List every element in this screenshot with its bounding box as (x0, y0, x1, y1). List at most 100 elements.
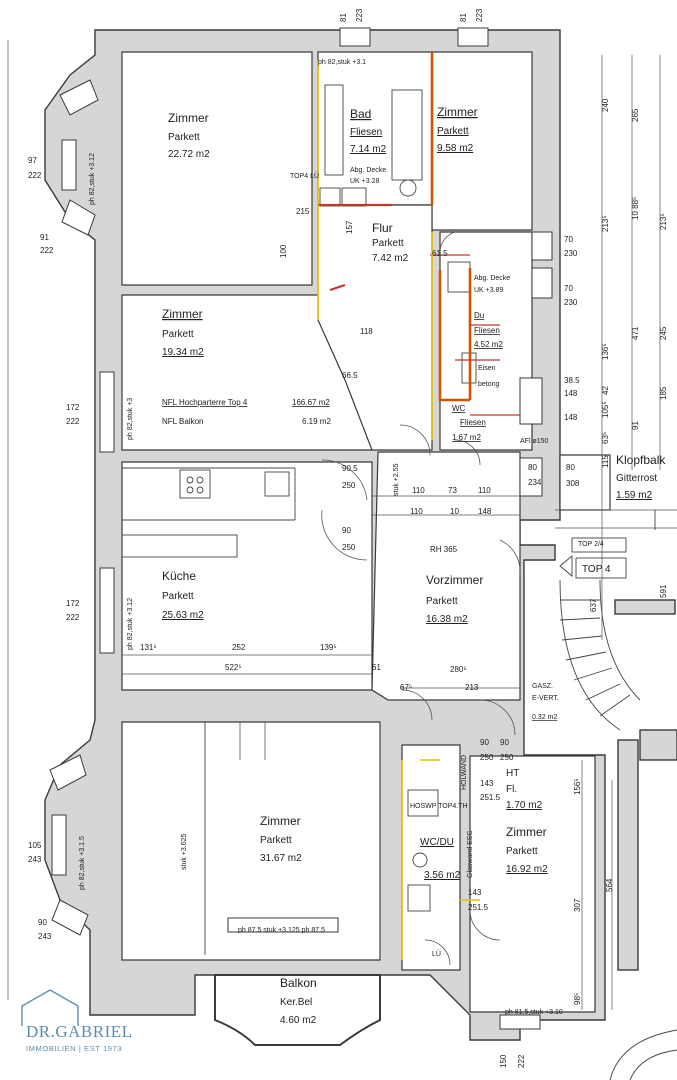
room-floor: Gitterrost (616, 473, 657, 484)
room-name: Zimmer (260, 814, 301, 828)
room-name: Klopfbalk (616, 453, 666, 467)
side-dim: 70 (564, 284, 573, 293)
nfl-value-1: 166.67 m2 (292, 398, 330, 407)
company-logo: DR.GABRIEL IMMOBILIEN | EST 1973 (16, 988, 156, 1060)
dim-pass-3: 110 (478, 486, 491, 495)
side-dim: 143 (480, 779, 494, 788)
right-dim: 98⁵ (573, 993, 582, 1005)
right-dim: 591 (659, 584, 668, 598)
room-area: 16.92 m2 (506, 864, 548, 875)
room-area: 19.34 m2 (162, 347, 204, 358)
room-floor: Parkett (162, 329, 194, 340)
right-dim: 185 (659, 386, 668, 400)
right-dim: 240 (601, 98, 610, 112)
abg-decke-label-2: Abg. Decke (474, 275, 510, 282)
house-logo-icon (21, 989, 79, 1026)
top4-ghost-label: TOP 2/4 (578, 541, 604, 548)
flur-dim-100: 100 (279, 244, 288, 258)
logo-subtitle: IMMOBILIEN | EST 1973 (26, 1044, 123, 1053)
win-dim: 222 (40, 246, 54, 255)
right-dim: 91 (631, 421, 640, 430)
right-dim: 471 (631, 326, 640, 340)
dim-kitchen-1: 131⁵ (140, 643, 157, 652)
room-floor: Parkett (168, 132, 200, 143)
logo-name: DR.GABRIEL (26, 1022, 133, 1041)
room-name: HT (506, 768, 519, 779)
nfl-label-1: NFL Hochparterre Top 4 (162, 398, 248, 407)
side-dim: 230 (564, 249, 578, 258)
abg-decke-label: Abg. Decke (350, 167, 386, 174)
side-dim: 148 (564, 389, 578, 398)
flur-dim-215: 215 (296, 207, 310, 216)
room-name: Balkon (280, 976, 317, 990)
dim-vor-2: 213 (465, 683, 479, 692)
ph-left-2: ph 82,stuk +3 (127, 398, 134, 440)
top4-label: TOP 4 (582, 564, 611, 575)
right-dim: 156⁵ (573, 778, 582, 795)
betong-label: betong (478, 381, 500, 388)
bottom-dim: 150 (499, 1054, 508, 1068)
side-dim: 234 (528, 478, 542, 487)
right-dim: 213⁵ (601, 215, 610, 232)
dim-kitchen-total: 522⁵ (225, 663, 242, 672)
door-dim: 250 (342, 481, 356, 490)
nfl-summary: NFL Hochparterre Top 4 166.67 m2 NFL Bal… (162, 398, 331, 426)
room-du: Du Fliesen 4.52 m2 (474, 311, 503, 349)
right-dim: 115 (601, 455, 610, 468)
room-floor: Parkett (506, 846, 538, 857)
right-dim: 10 88⁵ (631, 197, 640, 220)
dim-kitchen-3: 139⁵ (320, 643, 337, 652)
door-dim: 250 (500, 753, 514, 762)
lu-label: LÜ (432, 950, 441, 958)
side-dim: 80 (528, 463, 537, 472)
room-wcdu: WC/DU 3.56 m2 (420, 837, 461, 881)
dimension-labels: 131⁵ 252 139⁵ 522⁵ 67⁵ 213 280⁵ 61 110 7… (28, 8, 668, 1068)
win-dim: 222 (66, 613, 80, 622)
room-kuche: Küche Parkett 25.63 m2 (162, 569, 204, 621)
highlight-lines (318, 52, 520, 416)
room-height-label: RH 365 (430, 545, 458, 554)
win-dim: 97 (28, 156, 37, 165)
nfl-value-2: 6.19 m2 (302, 417, 331, 426)
dim-vor-1: 67⁵ (400, 683, 412, 692)
door-dim: 90 (342, 526, 351, 535)
outer-walls (44, 29, 611, 1046)
dim-61: 61 (372, 663, 381, 672)
room-name: WC/DU (420, 837, 454, 848)
win-dim: 172 (66, 599, 80, 608)
right-dim: 105⁵ (601, 401, 610, 418)
side-dim: 251.5 (480, 793, 501, 802)
right-dim: 136⁵ (601, 343, 610, 360)
ph-top-label: ph 82,stuk +3.1 (318, 59, 366, 66)
right-dim: 564 (605, 878, 614, 892)
side-dim: 80 (566, 463, 575, 472)
ph-left-3: ph 82,stuk +3.12 (127, 598, 134, 650)
door-dim: 90 (500, 738, 509, 747)
room-area: 3.56 m2 (424, 870, 461, 881)
room-name: WC (452, 404, 466, 413)
win-dim: 91 (40, 233, 49, 242)
room-area: 4.52 m2 (474, 340, 503, 349)
room-floor: Fl. (506, 784, 517, 795)
hoswp-label: HOSWP TOP4.TH (410, 803, 468, 810)
room-area: 7.42 m2 (372, 253, 409, 264)
side-dim: 148 (564, 413, 578, 422)
room-area: 9.58 m2 (437, 143, 474, 154)
side-dim: 230 (564, 298, 578, 307)
top-win-dim: 223 (475, 8, 484, 22)
room-name: Du (474, 311, 484, 320)
room-floor: Fliesen (474, 326, 500, 335)
win-dim: 243 (38, 932, 52, 941)
room-zimmer4: Zimmer Parkett 31.67 m2 (260, 814, 302, 864)
flur-dim-66: 66.5 (342, 371, 358, 380)
door-dim: 250 (342, 543, 356, 552)
room-area: 1.70 m2 (506, 800, 543, 811)
room-area: 25.63 m2 (162, 610, 204, 621)
right-dim: 213⁵ (659, 213, 668, 230)
eisen-label: Eisen (478, 365, 496, 372)
ph-left-1: ph 82,stuk +3.12 (89, 153, 96, 205)
win-dim: 105 (28, 841, 42, 850)
win-dim: 243 (28, 855, 42, 864)
top4-lu-label: TOP4 LÜ (290, 172, 319, 180)
win-dim: 222 (28, 171, 42, 180)
